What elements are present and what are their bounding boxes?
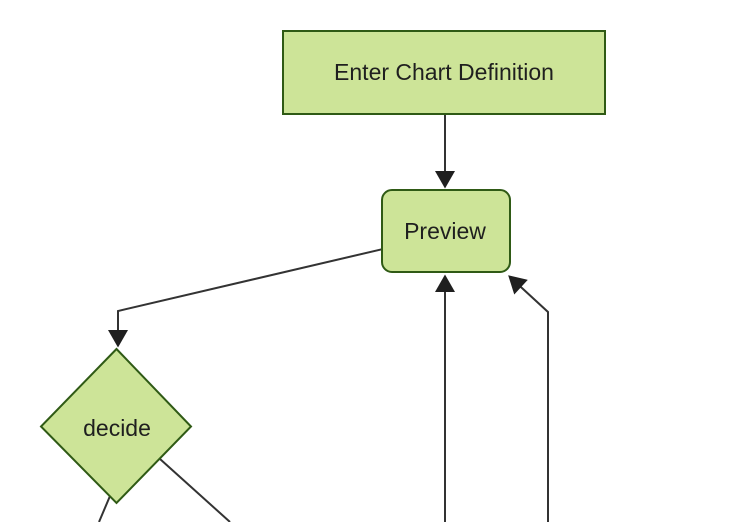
edge-decide-out-left xyxy=(98,495,111,522)
decide-diamond xyxy=(39,347,193,505)
preview-label: Preview xyxy=(404,218,486,244)
enter-chart-definition-box xyxy=(282,30,606,115)
edge-bottomright-to-preview xyxy=(508,275,549,522)
decide-label: decide xyxy=(83,415,151,441)
edge-preview-to-decide xyxy=(108,248,384,348)
node-enter-chart-definition: Enter Chart Definition xyxy=(282,30,606,115)
preview-box xyxy=(381,189,511,273)
node-decide: decide xyxy=(39,347,193,505)
enter-chart-definition-label: Enter Chart Definition xyxy=(334,59,554,85)
edge-decide-out-right xyxy=(159,458,231,522)
node-preview: Preview xyxy=(381,189,511,273)
